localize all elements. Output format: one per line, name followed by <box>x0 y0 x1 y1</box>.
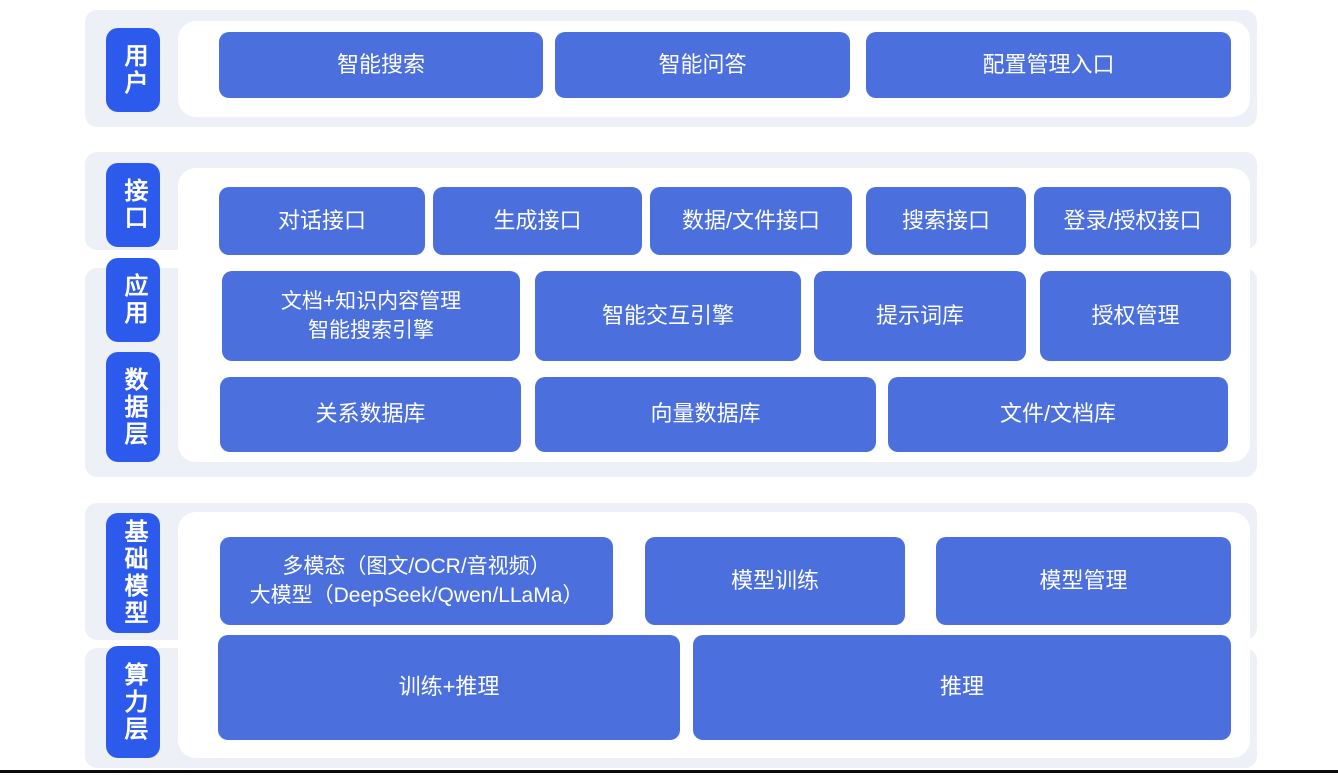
layer-label-base-model: 基础模型 <box>106 513 160 633</box>
node-vector-db: 向量数据库 <box>535 377 876 452</box>
node-auth-management: 授权管理 <box>1040 271 1231 361</box>
node-smart-qa: 智能问答 <box>555 32 850 98</box>
node-file-doc-store: 文件/文档库 <box>888 377 1228 452</box>
bottom-divider-line <box>0 770 1338 773</box>
node-training-inference: 训练+推理 <box>218 635 680 740</box>
node-multimodal-llm: 多模态（图文/OCR/音视频） 大模型（DeepSeek/Qwen/LLaMa） <box>220 537 613 625</box>
node-dialog-api: 对话接口 <box>219 187 425 255</box>
node-smart-interaction-engine: 智能交互引擎 <box>535 271 801 361</box>
node-search-api: 搜索接口 <box>866 187 1026 255</box>
node-smart-search: 智能搜索 <box>219 32 543 98</box>
layer-label-user: 用户 <box>106 28 160 112</box>
node-prompt-library: 提示词库 <box>814 271 1026 361</box>
node-model-training: 模型训练 <box>645 537 905 625</box>
layer-label-application: 应用 <box>106 258 160 342</box>
node-login-auth-api: 登录/授权接口 <box>1034 187 1231 255</box>
node-relational-db: 关系数据库 <box>220 377 521 452</box>
node-doc-knowledge-search-engine: 文档+知识内容管理 智能搜索引擎 <box>222 271 520 361</box>
node-inference: 推理 <box>693 635 1231 740</box>
node-data-file-api: 数据/文件接口 <box>650 187 852 255</box>
layer-label-interface: 接口 <box>106 163 160 247</box>
node-config-entry: 配置管理入口 <box>866 32 1231 98</box>
node-model-management: 模型管理 <box>936 537 1231 625</box>
node-generation-api: 生成接口 <box>433 187 642 255</box>
layer-label-data: 数据层 <box>106 352 160 462</box>
layer-label-compute: 算力层 <box>106 646 160 758</box>
